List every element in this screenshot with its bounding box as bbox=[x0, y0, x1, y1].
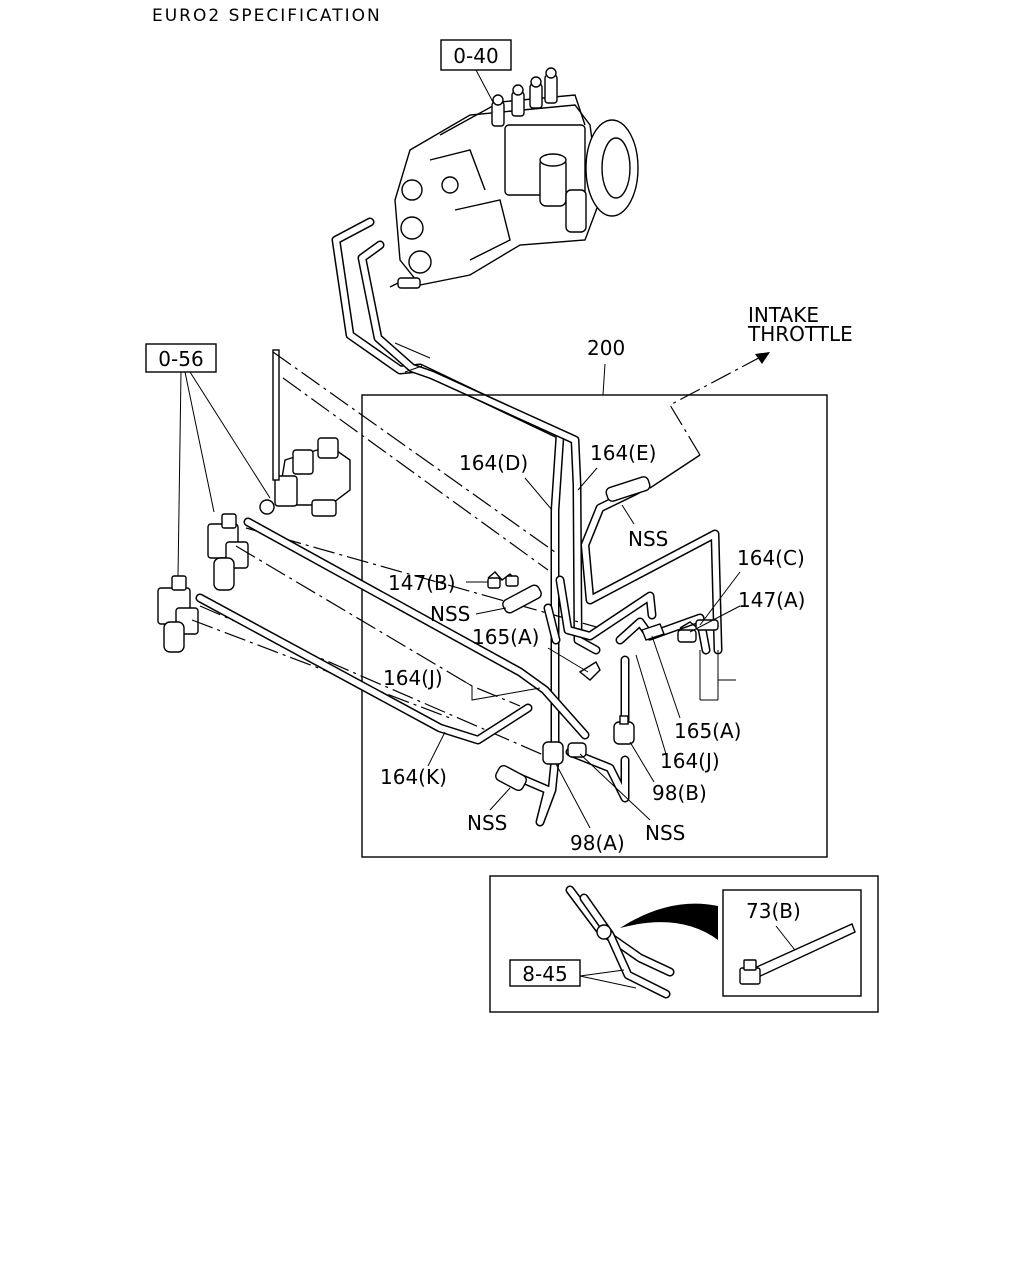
label-164J-right[interactable]: 164(J) bbox=[660, 749, 720, 773]
intake-label-line1: INTAKE bbox=[748, 303, 819, 327]
label-nss-bottom-right[interactable]: NSS bbox=[645, 821, 685, 845]
solenoid-valve-3 bbox=[157, 575, 199, 653]
label-164C[interactable]: 164(C) bbox=[737, 546, 805, 570]
label-164E[interactable]: 164(E) bbox=[590, 441, 656, 465]
cable-tie-box bbox=[722, 889, 862, 997]
fittings bbox=[487, 476, 719, 792]
ref-box-inset[interactable] bbox=[509, 959, 581, 987]
solenoid-valve-1 bbox=[259, 349, 351, 517]
leader-solenoid-3 bbox=[177, 371, 182, 578]
label-164D[interactable]: 164(D) bbox=[459, 451, 528, 475]
pump-pipes bbox=[331, 217, 601, 753]
label-165A-left[interactable]: 165(A) bbox=[472, 625, 539, 649]
assembly-200-label: 200 bbox=[587, 336, 625, 360]
label-165A-right[interactable]: 165(A) bbox=[674, 719, 741, 743]
label-73B[interactable]: 73(B) bbox=[746, 899, 801, 923]
injection-pump: 0-40 bbox=[389, 39, 639, 289]
ref-box-solenoids-label: 0-56 bbox=[158, 347, 203, 371]
label-98B[interactable]: 98(B) bbox=[652, 781, 707, 805]
inset-detail: 8-45 73(B) bbox=[489, 875, 879, 1013]
connection-lines bbox=[191, 351, 601, 761]
intake-label-line2: THROTTLE bbox=[747, 322, 853, 346]
inset-box bbox=[489, 875, 879, 1013]
label-nss-bottom-left[interactable]: NSS bbox=[467, 811, 507, 835]
label-164K[interactable]: 164(K) bbox=[380, 765, 447, 789]
leader-solenoid-2 bbox=[184, 371, 215, 513]
leader-pump bbox=[475, 69, 495, 105]
label-nss-left[interactable]: NSS bbox=[430, 602, 470, 626]
page-title: EURO2 SPECIFICATION bbox=[152, 6, 382, 26]
part-labels: 164(D) 164(E) 164(C) 147(A) 147(B) NSS N… bbox=[380, 441, 805, 855]
label-147B[interactable]: 147(B) bbox=[388, 571, 456, 595]
ref-box-pump-label: 0-40 bbox=[453, 44, 498, 68]
label-147A[interactable]: 147(A) bbox=[738, 588, 805, 612]
solenoid-valve-2 bbox=[207, 513, 249, 591]
ref-box-inset-label: 8-45 bbox=[522, 962, 567, 986]
assembly-200-box bbox=[361, 394, 828, 858]
solenoid-hoses bbox=[195, 517, 590, 745]
label-98A[interactable]: 98(A) bbox=[570, 831, 625, 855]
label-nss-top[interactable]: NSS bbox=[628, 527, 668, 551]
cable-tie bbox=[748, 923, 856, 979]
label-164J-left[interactable]: 164(J) bbox=[383, 666, 443, 690]
leader-solenoid-1 bbox=[189, 371, 271, 499]
